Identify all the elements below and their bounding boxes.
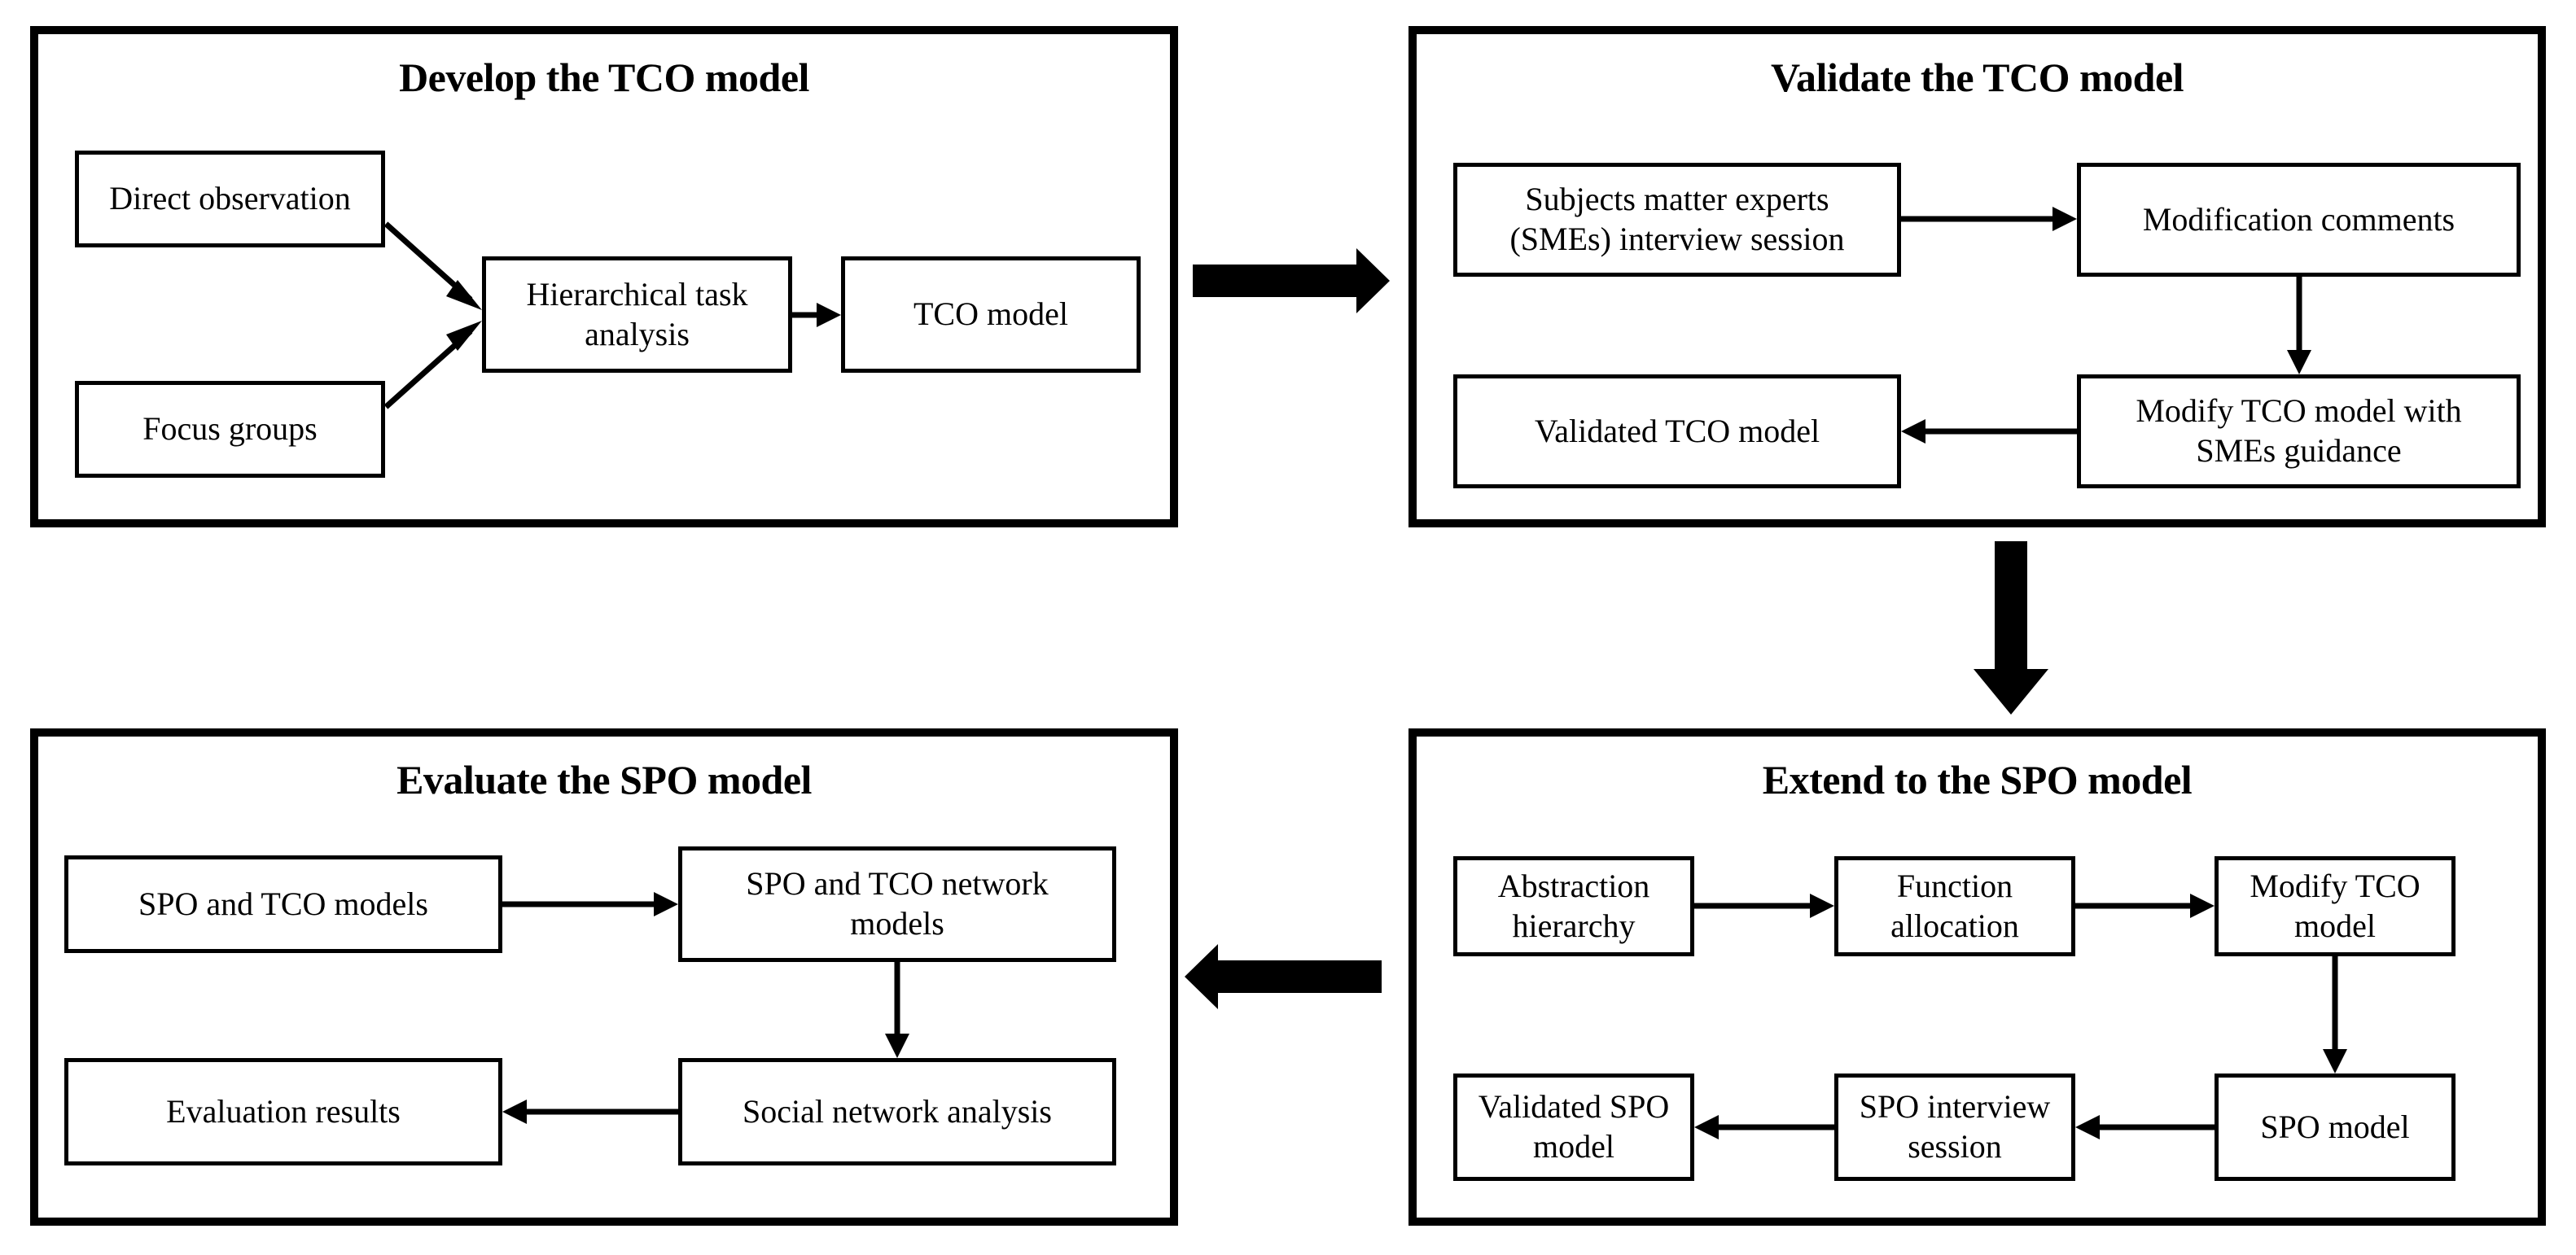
node-label-line-1: SPO interview bbox=[1859, 1088, 2051, 1126]
node-tco-model: TCO model bbox=[841, 256, 1141, 373]
node-label-line-1: Hierarchical task bbox=[526, 275, 748, 313]
node-direct-observation: Direct observation bbox=[75, 151, 385, 247]
node-social-network-analysis: Social network analysis bbox=[678, 1058, 1116, 1165]
node-validated-spo-model: Validated SPO model bbox=[1453, 1074, 1694, 1181]
stage-connector-extend-to-evaluate bbox=[1185, 944, 1382, 1009]
panel-title-extend-spo: Extend to the SPO model bbox=[1762, 757, 2193, 802]
node-spo-interview-session: SPO interview session bbox=[1834, 1074, 2075, 1181]
node-focus-groups: Focus groups bbox=[75, 381, 385, 478]
node-spo-and-tco-network-models: SPO and TCO network models bbox=[678, 846, 1116, 962]
stage-connector-develop-to-validate bbox=[1193, 248, 1390, 313]
node-label: Focus groups bbox=[142, 410, 318, 448]
panel-title-develop-tco: Develop the TCO model bbox=[399, 55, 809, 100]
node-label-line-1: Modify TCO model with bbox=[2136, 392, 2462, 430]
node-label-line-2: SMEs guidance bbox=[2196, 432, 2402, 469]
node-spo-and-tco-models: SPO and TCO models bbox=[64, 855, 502, 953]
node-abstraction-hierarchy: Abstraction hierarchy bbox=[1453, 856, 1694, 956]
node-label-line-2: analysis bbox=[585, 315, 690, 352]
node-label-line-2: (SMEs) interview session bbox=[1509, 221, 1845, 257]
node-spo-model: SPO model bbox=[2215, 1074, 2456, 1181]
node-label-line-2: allocation bbox=[1890, 907, 2019, 944]
node-label: Evaluation results bbox=[166, 1092, 401, 1130]
node-label: SPO model bbox=[2260, 1108, 2410, 1145]
node-evaluation-results: Evaluation results bbox=[64, 1058, 502, 1165]
node-modify-tco-model-with-smes-guidance: Modify TCO model with SMEs guidance bbox=[2077, 374, 2521, 488]
node-label-line-1: Modify TCO bbox=[2250, 867, 2420, 904]
panel-title-validate-tco: Validate the TCO model bbox=[1770, 55, 2184, 100]
node-modify-tco-model: Modify TCO model bbox=[2215, 856, 2456, 956]
node-label-line-2: session bbox=[1908, 1128, 2002, 1165]
node-label-line-1: SPO and TCO network bbox=[746, 865, 1049, 903]
node-modification-comments: Modification comments bbox=[2077, 163, 2521, 277]
node-validated-tco-model: Validated TCO model bbox=[1453, 374, 1901, 488]
node-label: TCO model bbox=[913, 295, 1068, 333]
node-label-line-1: Subjects matter experts bbox=[1525, 181, 1829, 218]
node-label-line-2: models bbox=[850, 905, 944, 942]
node-function-allocation: Function allocation bbox=[1834, 856, 2075, 956]
panel-title-evaluate-spo: Evaluate the SPO model bbox=[396, 757, 812, 802]
node-label-line-1: Function bbox=[1896, 867, 2013, 904]
stage-connector-validate-to-extend bbox=[1974, 541, 2048, 715]
node-label: Validated TCO model bbox=[1534, 412, 1820, 449]
node-sme-interview-session: Subjects matter experts (SMEs) interview… bbox=[1453, 163, 1901, 277]
node-label-line-2: model bbox=[1533, 1128, 1614, 1165]
node-label-line-2: hierarchy bbox=[1512, 907, 1636, 944]
node-label-line-1: Abstraction bbox=[1497, 867, 1650, 904]
node-label-line-1: Validated SPO bbox=[1478, 1088, 1670, 1126]
node-label: Social network analysis bbox=[743, 1092, 1052, 1130]
node-label-line-2: model bbox=[2294, 907, 2376, 944]
node-label: SPO and TCO models bbox=[138, 885, 428, 922]
node-hierarchical-task-analysis: Hierarchical task analysis bbox=[482, 256, 792, 373]
node-label: Modification comments bbox=[2142, 200, 2456, 238]
node-label: Direct observation bbox=[109, 180, 351, 217]
